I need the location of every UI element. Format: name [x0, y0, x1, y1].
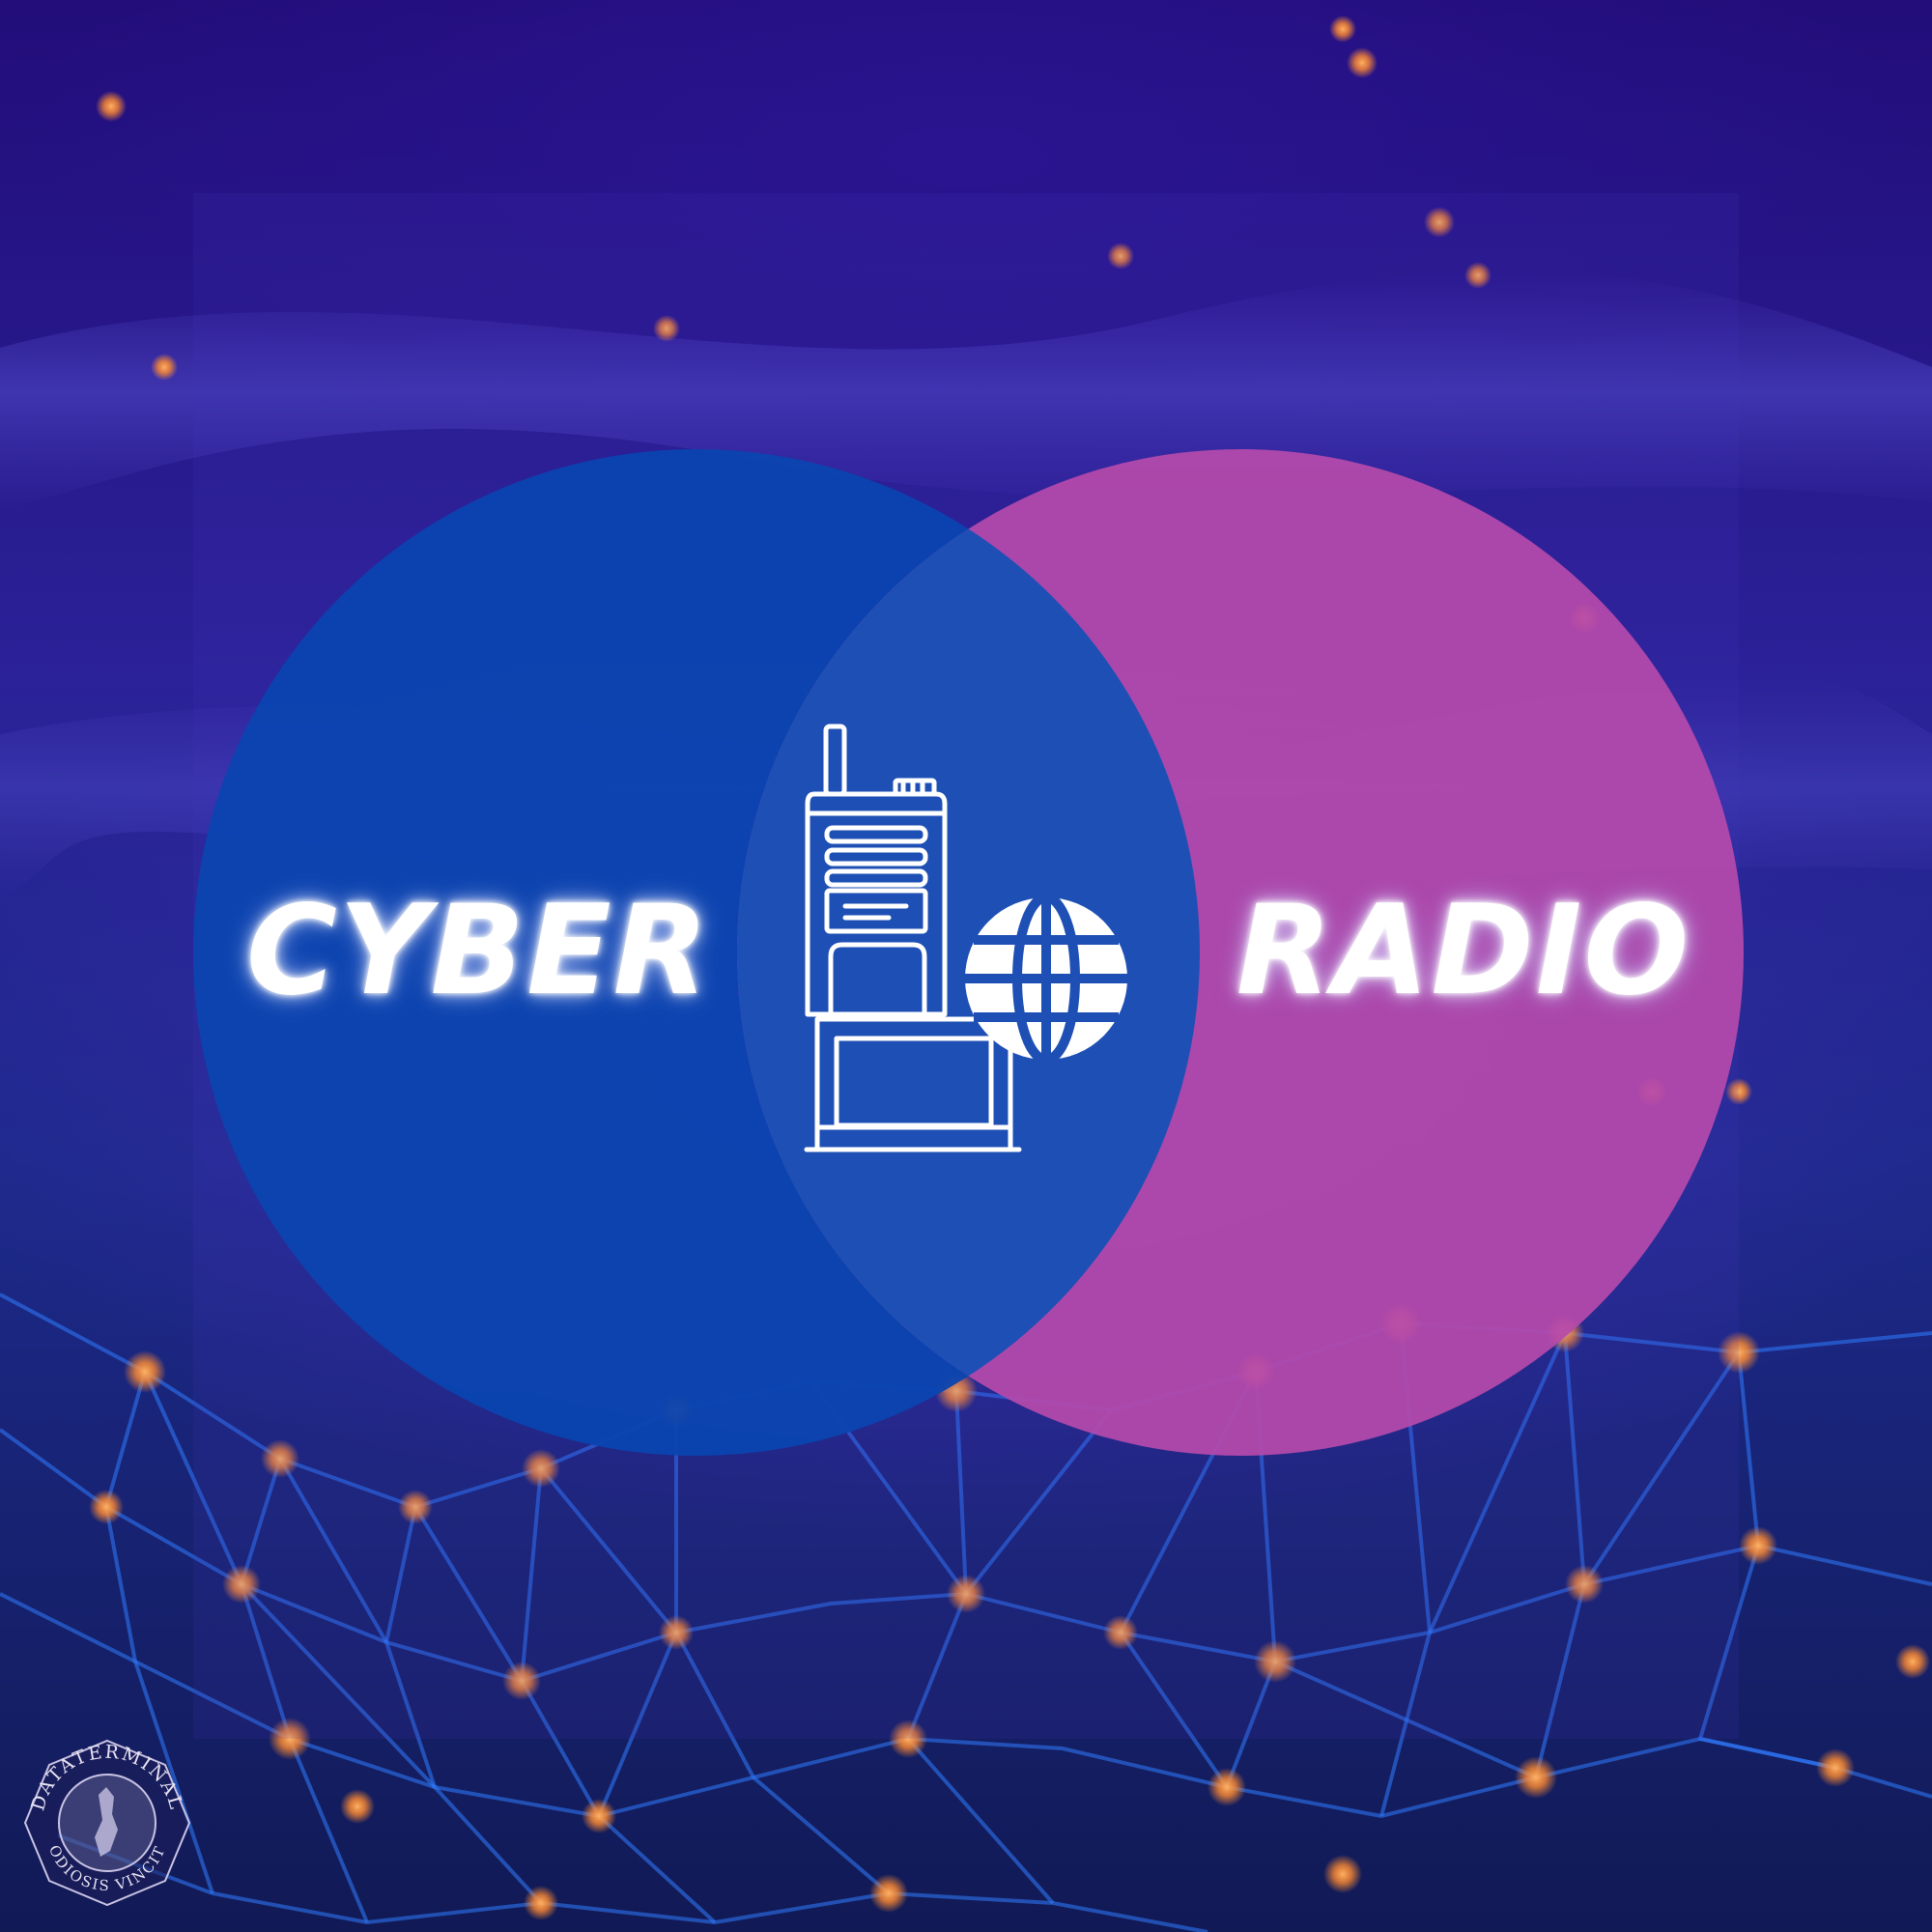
- radio-label: RADIO: [1236, 879, 1691, 1023]
- radio-laptop-globe-icon: [804, 724, 1022, 1152]
- overlap-region: [737, 449, 1200, 1456]
- cyber-label: CYBER: [246, 879, 711, 1023]
- globe-icon: [965, 893, 1127, 1065]
- dataterminal-seal-logo: DATATERMINAL ODIOSIS VINCIT: [23, 1739, 191, 1907]
